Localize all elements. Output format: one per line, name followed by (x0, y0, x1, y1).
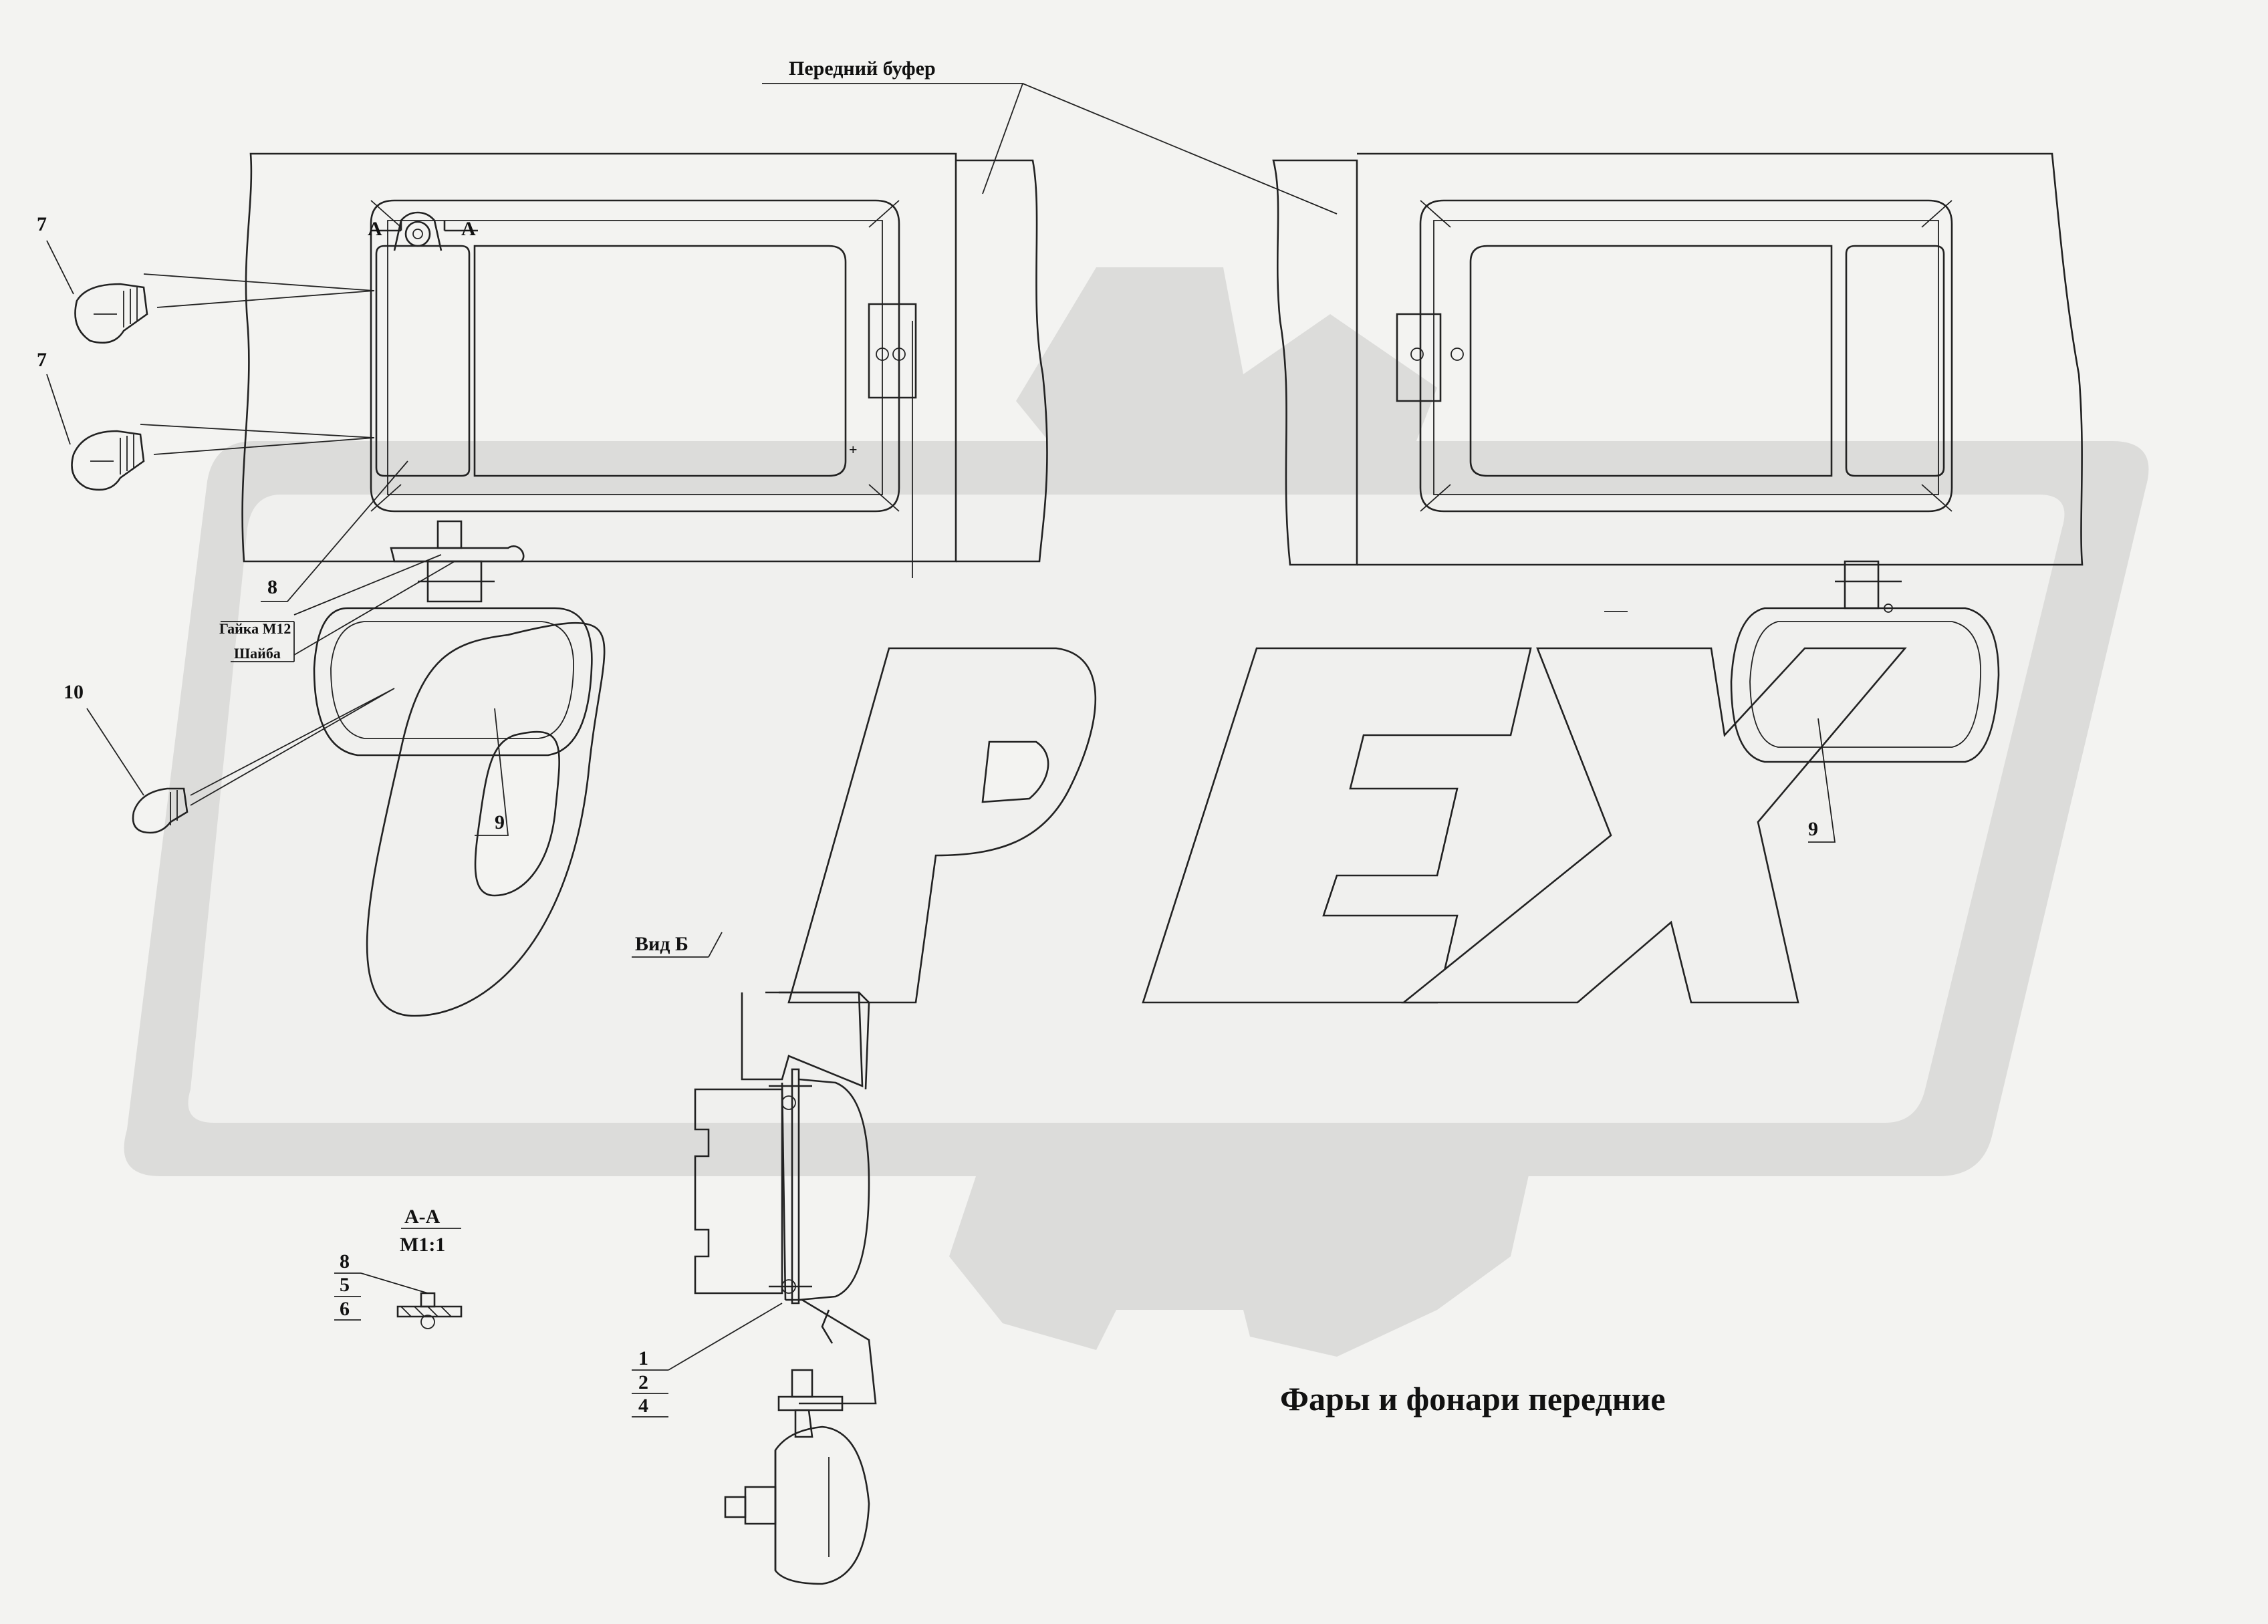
view-b: Вид Б 1 2 4 (632, 932, 877, 1585)
bulb-upper: 7 (37, 213, 375, 344)
section-mark-right: А (461, 218, 476, 240)
callout-fog-lamp-left: 9 (495, 811, 505, 833)
callout-fog-lamp-right: 9 (1808, 818, 1818, 840)
callout-bulb-upper: 7 (37, 213, 47, 235)
headlamp-right-housing (1419, 199, 1953, 513)
callout-view-b-1: 1 (638, 1347, 648, 1369)
callout-lamp-housing: 8 (267, 576, 277, 598)
svg-text:+: + (849, 441, 858, 458)
view-b-label: Вид Б (635, 933, 688, 955)
watermark-text (366, 622, 1907, 1017)
washer-label: Шайба (234, 645, 281, 662)
bumper-leader: Передний буфер (762, 57, 1338, 215)
callout-aa-8: 8 (340, 1250, 350, 1272)
watermark-logo (124, 267, 2149, 1357)
fog-lamp-left: 9 (313, 520, 593, 836)
nut-label: Гайка М12 (219, 620, 291, 637)
callout-fog-bulb: 10 (64, 681, 84, 703)
section-aa-scale: М1:1 (400, 1234, 445, 1256)
callout-view-b-2: 2 (638, 1371, 648, 1393)
drawing-title: Фары и фонари передние (1280, 1380, 1666, 1417)
lamp-housing-callout: 8 Гайка М12 Шайба (219, 460, 455, 662)
fog-lamp-right: 9 (1730, 560, 2000, 843)
callout-view-b-4: 4 (638, 1395, 648, 1417)
bumper-right (1272, 152, 2084, 566)
section-aa-label: А-А (404, 1206, 440, 1228)
front-bumper-label: Передний буфер (789, 57, 936, 80)
section-mark-left: А (368, 218, 382, 240)
callout-aa-6: 6 (340, 1298, 350, 1320)
bumper-left: + А А (241, 152, 1048, 578)
callout-aa-5: 5 (340, 1274, 350, 1296)
fog-bulb: 10 (64, 681, 395, 834)
section-aa: А-А М1:1 8 5 6 (334, 1206, 463, 1329)
bulb-lower: 7 (37, 349, 375, 491)
headlamp-left-housing (370, 199, 900, 513)
callout-bulb-lower: 7 (37, 349, 47, 371)
